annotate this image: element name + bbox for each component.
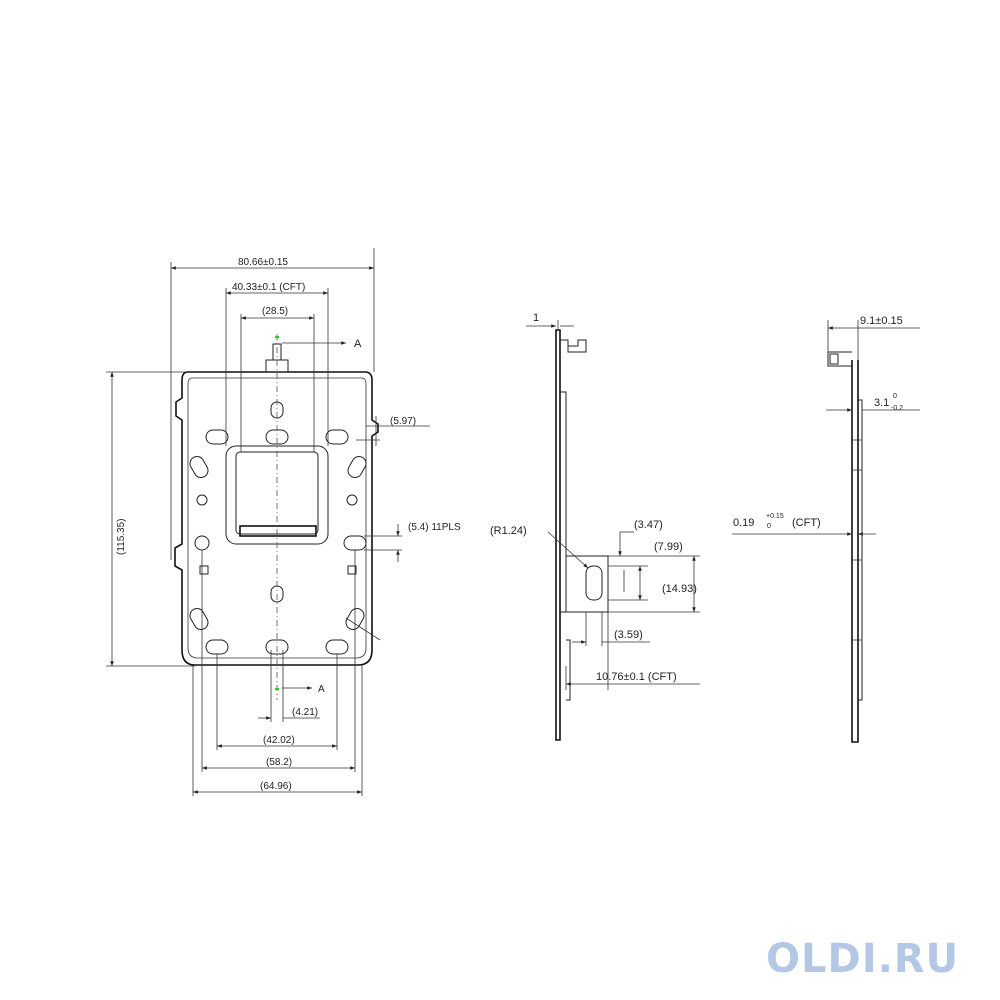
dim-gap: 0.19 (733, 517, 754, 529)
dim-depth: 9.1±0.15 (860, 315, 903, 327)
mounting-hole (347, 456, 367, 478)
dim-a: (3.47) (634, 519, 663, 531)
mounting-hole (189, 456, 209, 478)
side-top-hook (560, 339, 587, 353)
dim-span-outer: (64.96) (260, 781, 292, 792)
mounting-hole (325, 429, 349, 445)
dim-overall-width: 80.66±0.15 (238, 257, 288, 268)
dim-step-upper: 0 (893, 393, 897, 400)
dim-c: (14.93) (662, 583, 697, 595)
side-boss (566, 555, 609, 613)
dim-overall-height: (115.35) (116, 518, 127, 555)
mounting-hole (189, 608, 209, 630)
watermark-logo: OLDI.RU (766, 936, 960, 982)
plate-inner-edge (187, 377, 367, 659)
dim-span-mid: (58.2) (266, 757, 292, 768)
mounting-hole (347, 565, 357, 575)
dim-gap-note: (CFT) (792, 517, 821, 529)
side-profile (555, 329, 561, 741)
mounting-hole (325, 639, 349, 655)
mounting-hole (205, 429, 229, 445)
dim-step-lower: -0.2 (891, 405, 903, 412)
dim-hole-pitch: (4.21) (292, 707, 318, 718)
dim-span-inner: (42.02) (263, 735, 295, 746)
plate-outline (174, 371, 379, 666)
mounting-hole (196, 494, 208, 506)
mounting-holes (189, 401, 367, 655)
front-view: 80.66±0.15 40.33±0.1 (CFT) (28.5) A A (1… (106, 248, 461, 796)
dim-slot-width: (28.5) (262, 306, 288, 317)
dim-d: (3.59) (614, 629, 643, 641)
end-top-tab (829, 353, 839, 365)
side-flange (560, 391, 567, 613)
mounting-hole (205, 639, 229, 655)
dim-gap-lower: 0 (767, 523, 771, 530)
dim-b: (7.99) (654, 541, 683, 553)
section-mark-bottom: A (318, 684, 325, 695)
section-mark-top: A (354, 338, 362, 350)
mounting-hole (194, 535, 210, 551)
mounting-hole (199, 565, 209, 575)
dim-edge-offset: (5.97) (390, 416, 416, 427)
dim-thickness: 1 (533, 312, 539, 324)
dim-cft-width: 40.33±0.1 (CFT) (232, 282, 305, 293)
end-profile (851, 360, 859, 743)
side-view: 1 (R1.24) (3.47) (7.99) (14.93) (3.59) 1… (490, 312, 700, 741)
mounting-hole (346, 494, 358, 506)
window-bar (239, 525, 317, 537)
side-boss-hole (585, 565, 603, 601)
dim-e: 10.76±0.1 (CFT) (596, 671, 677, 683)
dim-step: 3.1 (874, 397, 889, 409)
mounting-hole (343, 535, 367, 551)
dim-hole-spec: (5.4) 11PLS (408, 522, 461, 533)
dim-gap-upper: +0.15 (766, 513, 784, 520)
dim-radius: (R1.24) (490, 525, 527, 537)
end-view: 9.1±0.15 3.1 0 -0.2 0.19 +0.15 0 (CFT) (732, 315, 920, 743)
